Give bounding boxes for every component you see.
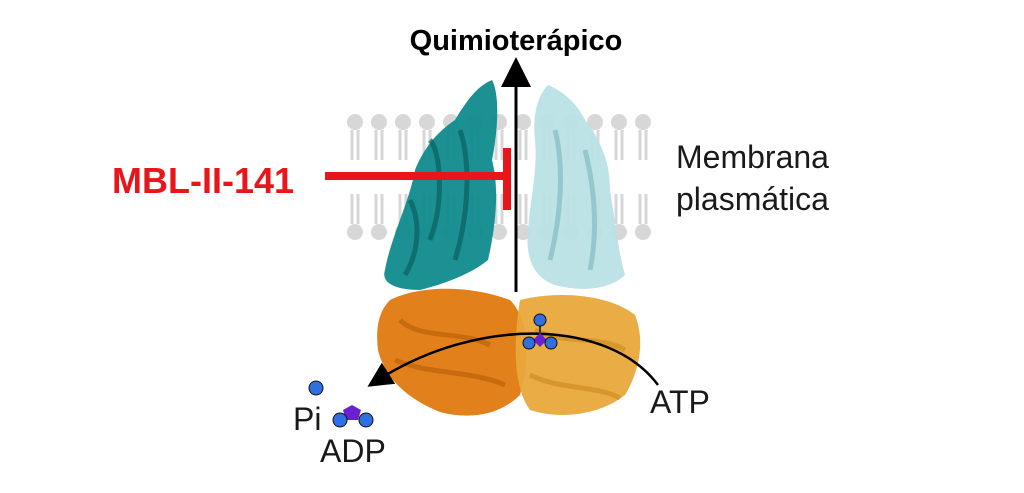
atp-molecule bbox=[522, 313, 558, 350]
lipid-molecule bbox=[491, 194, 507, 240]
adp-label: ADP bbox=[320, 433, 386, 469]
membrane-label-line2: plasmática bbox=[676, 181, 829, 217]
tmd-right bbox=[527, 85, 625, 289]
hydrolysis-arrow bbox=[367, 332, 660, 387]
phosphate-pi-icon bbox=[308, 380, 324, 396]
atp-label: ATP bbox=[650, 384, 710, 420]
inhibitor-label: MBL-II-141 bbox=[112, 160, 294, 201]
lipid-molecule bbox=[611, 114, 627, 160]
membrane-label-line1: Membrana bbox=[676, 139, 829, 175]
lipid-molecule bbox=[347, 194, 363, 240]
pi-label: Pi bbox=[293, 401, 321, 437]
tmd-left bbox=[384, 80, 498, 290]
lipid-molecule bbox=[395, 114, 411, 160]
lipid-molecule bbox=[515, 114, 531, 160]
chemotherapy-label: Quimioterápico bbox=[410, 25, 623, 57]
lipid-molecule bbox=[635, 114, 651, 160]
lipid-molecule bbox=[635, 194, 651, 240]
inhibitor-symbol bbox=[325, 148, 511, 210]
adp-molecule bbox=[332, 405, 374, 428]
lipid-molecule bbox=[347, 114, 363, 160]
lipid-molecule bbox=[371, 194, 387, 240]
lipid-molecule bbox=[515, 194, 531, 240]
lipid-molecule bbox=[371, 114, 387, 160]
nbd-left bbox=[377, 288, 527, 416]
